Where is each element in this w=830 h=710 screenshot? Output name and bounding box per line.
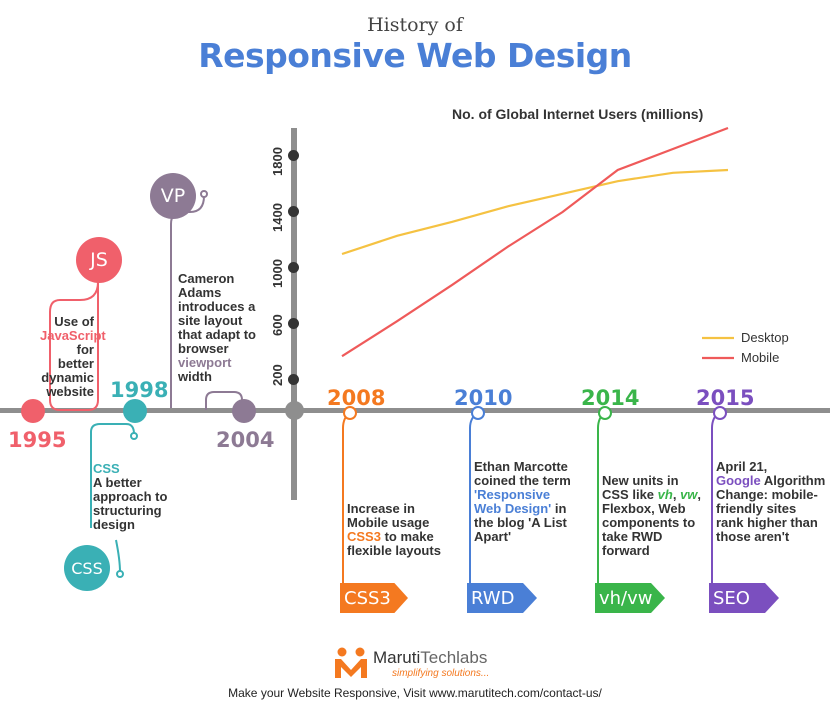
event-year-2015: 2015 [696, 386, 755, 410]
event-year-2008: 2008 [327, 386, 386, 410]
event-dot-2014 [598, 406, 612, 420]
chart-y-axis [291, 128, 297, 500]
event-2015-desc: April 21, Google Algorithm Change: mobil… [716, 459, 826, 544]
milestone-year-1995: 1995 [8, 428, 67, 452]
chart-title: No. of Global Internet Users (millions) [452, 106, 704, 122]
event-2014-desc: New units in CSS like vh, vw, Flexbox, W… [602, 473, 702, 558]
event-2010-desc: Ethan Marcotte coined the term 'Responsi… [474, 459, 571, 544]
y-tick-dot [288, 374, 299, 385]
title-small: History of [367, 14, 463, 36]
connector-end-dot [116, 570, 124, 578]
tag-css3: CSS3 [340, 583, 408, 613]
milestone-year-1998: 1998 [110, 378, 169, 402]
connector-css [90, 423, 135, 528]
y-tick-dot [288, 318, 299, 329]
css-icon: CSS [64, 545, 110, 591]
event-dot-2015 [713, 406, 727, 420]
brand-name: MarutiTechlabs [373, 648, 488, 667]
connector-css-tail [115, 539, 121, 573]
series-line-desktop [341, 168, 729, 256]
y-tick-dot [288, 262, 299, 273]
tag-rwd: RWD [467, 583, 537, 613]
js-icon: JS [76, 237, 122, 283]
event-dot-2010 [471, 406, 485, 420]
milestone-1995-desc: Use of JavaScript for better dynamic web… [40, 314, 106, 399]
milestone-year-2004: 2004 [216, 428, 275, 452]
legend-label-desktop: Desktop [741, 330, 789, 345]
logo-icon [335, 647, 367, 678]
brand-logo [333, 646, 369, 680]
series-line-mobile [341, 126, 729, 358]
page-title: Responsive Web Design [198, 36, 632, 75]
tag-seo: SEO [709, 583, 779, 613]
milestone-dot-1995 [21, 399, 45, 423]
tag-vhvw: vh/vw [595, 583, 665, 613]
y-tick-dot [288, 206, 299, 217]
brand-tagline: simplifying solutions... [392, 668, 490, 679]
connector-js [49, 281, 99, 411]
milestone-dot-2004 [232, 399, 256, 423]
event-year-2014: 2014 [581, 386, 640, 410]
y-tick-dot [288, 150, 299, 161]
connector-vp-low [205, 391, 243, 410]
timeline-line [0, 408, 830, 413]
milestone-2004-desc: Cameron Adams introduces a site layout t… [178, 271, 256, 384]
connector-end-dot [130, 432, 138, 440]
vp-icon: VP [150, 173, 196, 219]
legend-label-mobile: Mobile [741, 350, 780, 365]
connector-end-dot [200, 190, 208, 198]
axis-origin-dot [285, 401, 304, 420]
event-2008-desc: Increase in Mobile usage CSS3 to make fl… [347, 501, 441, 558]
milestone-1998-desc: CSS A better approach to structuring des… [93, 461, 168, 532]
footer-text: Make your Website Responsive, Visit www.… [228, 686, 602, 700]
milestone-dot-1998 [123, 399, 147, 423]
event-year-2010: 2010 [454, 386, 513, 410]
event-dot-2008 [343, 406, 357, 420]
